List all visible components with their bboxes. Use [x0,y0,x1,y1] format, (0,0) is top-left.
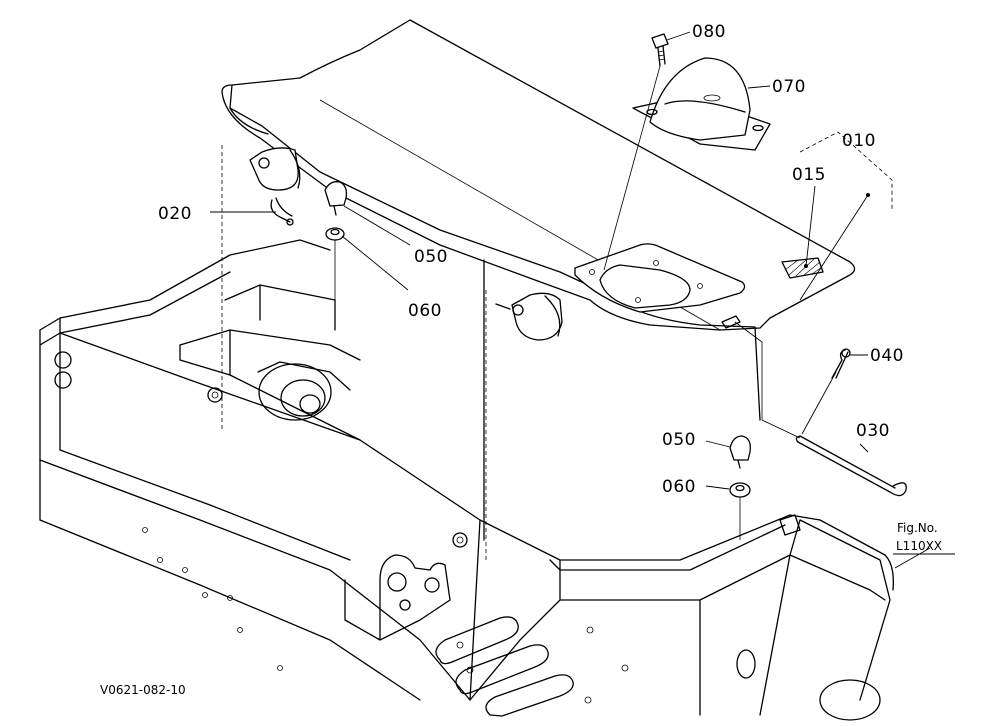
pin-part-040 [831,348,851,379]
stopper-050-lower [729,435,751,469]
nut-060-lower [729,482,751,498]
cover-part-070 [632,57,771,151]
pin-part-020 [270,197,294,226]
rod-part-030 [795,435,907,497]
callout-040: 040 [870,346,904,366]
drawing-code: V0621-082-10 [100,683,186,697]
nut-060-upper [325,227,345,241]
bolt-part-080 [651,33,669,67]
figure-ref-label: Fig.No. [897,521,938,535]
callout-015: 015 [792,165,826,185]
callout-060-lower: 060 [662,477,696,497]
callout-010: 010 [842,131,876,151]
hinge-bracket-right [495,292,563,341]
callout-020: 020 [158,204,192,224]
stopper-050-upper [324,181,348,216]
callout-050-lower: 050 [662,430,696,450]
callout-070: 070 [772,77,806,97]
callout-050-upper: 050 [414,247,448,267]
seat-cover-panel [221,19,856,560]
decal-hatching [784,258,823,277]
chassis-frame [39,239,894,721]
leader-lines [210,31,931,569]
callout-030: 030 [856,421,890,441]
figure-ref-number: L110XX [896,539,942,553]
callout-060-upper: 060 [408,301,442,321]
hinge-bracket-left [249,147,301,191]
callout-080: 080 [692,22,726,42]
